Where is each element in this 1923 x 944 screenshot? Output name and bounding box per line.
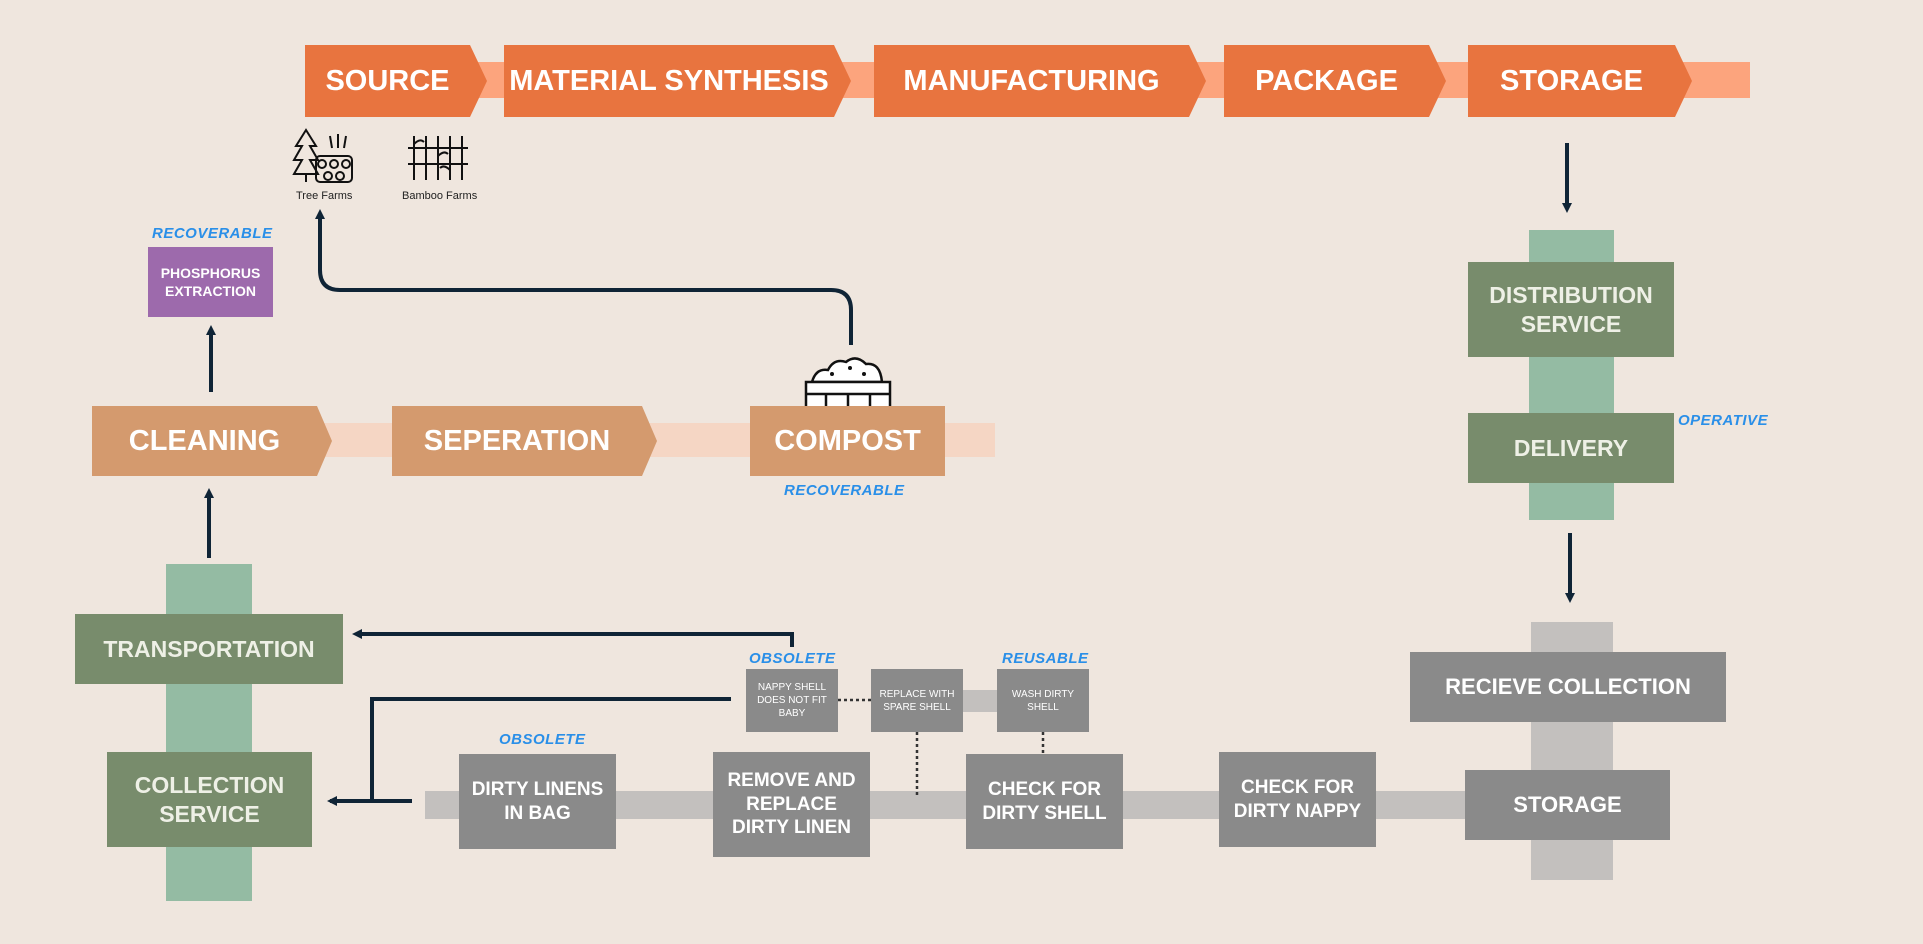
check-dirty-shell-label: CHECK FOR DIRTY SHELL [982,778,1107,824]
chevron [470,45,487,117]
check-dirty-shell-box: CHECK FOR DIRTY SHELL [966,754,1123,849]
shell-connector-band [960,690,1000,712]
recoverable-tag: RECOVERABLE [784,482,905,499]
step-source-label: SOURCE [325,64,450,97]
step-seperation-label: SEPERATION [423,424,611,457]
check-dirty-nappy-label: CHECK FOR DIRTY NAPPY [1233,776,1362,822]
replace-spare-shell-box: REPLACE WITH SPARE SHELL [871,669,963,732]
compost-bin-icon [804,357,892,410]
step-storage-top: STORAGE [1468,45,1675,117]
remove-replace-linen-label: REMOVE AND REPLACE DIRTY LINEN [727,769,856,839]
transportation-box: TRANSPORTATION [75,614,343,684]
replace-spare-shell-label: REPLACE WITH SPARE SHELL [879,688,955,713]
collection-service-box: COLLECTION SERVICE [107,752,312,847]
step-manufacturing: MANUFACTURING [874,45,1189,117]
arrow-compost-to-tree-farms [315,209,853,345]
wash-dirty-shell-label: WASH DIRTY SHELL [1011,688,1075,713]
step-manufacturing-label: MANUFACTURING [903,64,1160,97]
step-storage-top-label: STORAGE [1500,64,1643,97]
step-compost: COMPOST [750,406,945,476]
operative-tag: OPERATIVE [1678,412,1769,429]
wash-dirty-shell-box: WASH DIRTY SHELL [997,669,1089,732]
step-material-synthesis-label: MATERIAL SYNTHESIS [509,64,829,97]
arrow-nappy-to-transport [352,629,794,647]
distribution-service-label: DISTRIBUTION SERVICE [1489,281,1653,337]
tree-farms-icon [292,128,353,183]
obsolete-tag: OBSOLETE [499,731,586,748]
step-source: SOURCE [305,45,470,117]
chevron [317,406,332,476]
step-package: PACKAGE [1224,45,1429,117]
tree-farms-label: Tree Farms [296,190,353,202]
storage-bottom-box: STORAGE [1465,770,1670,840]
step-seperation: SEPERATION [392,406,642,476]
recoverable-tag: RECOVERABLE [152,225,273,242]
bamboo-farms-icon [408,136,468,180]
phosphorus-extraction-label: PHOSPHORUS EXTRACTION [160,264,261,299]
obsolete-tag: OBSOLETE [749,650,836,667]
step-package-label: PACKAGE [1255,64,1398,97]
remove-replace-linen-box: REMOVE AND REPLACE DIRTY LINEN [713,752,870,857]
recieve-collection-box: RECIEVE COLLECTION [1410,652,1726,722]
distribution-service-box: DISTRIBUTION SERVICE [1468,262,1674,357]
delivery-box: DELIVERY [1468,413,1674,483]
chevron [642,406,657,476]
arrow-nappy-to-collection [327,697,731,806]
phosphorus-extraction-box: PHOSPHORUS EXTRACTION [148,247,273,317]
nappy-shell-not-fit-label: NAPPY SHELL DOES NOT FIT BABY [757,682,827,719]
recieve-collection-label: RECIEVE COLLECTION [1445,674,1691,700]
delivery-label: DELIVERY [1513,434,1629,461]
step-compost-label: COMPOST [774,424,921,457]
bamboo-farms-label: Bamboo Farms [402,190,478,202]
dirty-linens-box: DIRTY LINENS IN BAG [459,754,616,849]
dirty-linens-label: DIRTY LINENS IN BAG [471,778,604,824]
reusable-tag: REUSABLE [1002,650,1089,667]
check-dirty-nappy-box: CHECK FOR DIRTY NAPPY [1219,752,1376,847]
step-cleaning-label: CLEANING [128,424,281,457]
chevron [1429,45,1446,117]
collection-service-label: COLLECTION SERVICE [134,771,285,827]
step-cleaning: CLEANING [92,406,317,476]
nappy-shell-not-fit-box: NAPPY SHELL DOES NOT FIT BABY [746,669,838,732]
chevron [834,45,851,117]
chevron [1189,45,1206,117]
storage-bottom-label: STORAGE [1513,792,1622,818]
transportation-label: TRANSPORTATION [103,635,315,662]
chevron [1675,45,1692,117]
step-material-synthesis: MATERIAL SYNTHESIS [504,45,834,117]
